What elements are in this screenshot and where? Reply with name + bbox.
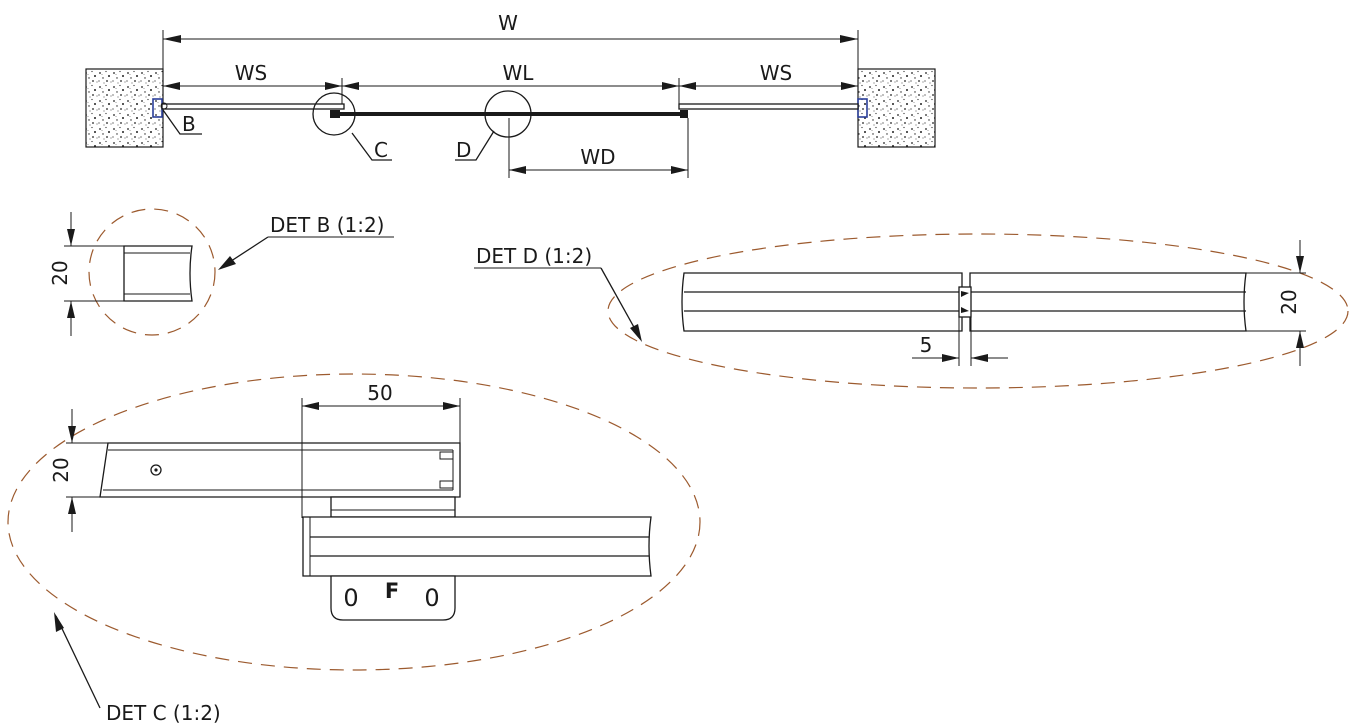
detail-b-title: DET B (1:2) (270, 213, 384, 237)
detail-d-dim-arrow-top (1296, 256, 1304, 273)
detail-c-width-arrow-right (443, 402, 460, 410)
dim-ws-right-arrow-b (841, 82, 858, 90)
detail-d-seal-fin-bottom (961, 307, 969, 313)
right-wall (857, 68, 936, 148)
dim-wd-label: WD (580, 145, 615, 169)
detail-c-upper-profile (99, 442, 461, 498)
dim-ws-left-arrow-a (163, 82, 180, 90)
detail-c-screw-hole (150, 464, 162, 476)
left-side-panel (161, 103, 345, 110)
detail-c-slot-right: 0 (424, 584, 439, 612)
detail-c-lower-profile (302, 516, 652, 577)
leaf-end-right (680, 110, 688, 118)
detail-d-dim-height-label: 20 (1277, 289, 1301, 314)
detail-b-profile (123, 245, 193, 302)
dim-ws-right-arrow-a (679, 82, 696, 90)
left-wall (85, 68, 164, 148)
detail-c-plate-mark: F (385, 579, 399, 603)
callout-leader-b (162, 109, 202, 135)
detail-d-ellipse (607, 233, 1349, 389)
callout-label-c: C (374, 138, 388, 162)
detail-d-seal (958, 286, 972, 318)
left-pivot-point (160, 102, 168, 110)
detail-d-seal-fin-top (961, 291, 969, 297)
detail-c-screw-dot (154, 468, 158, 472)
callout-leader-c (351, 132, 392, 161)
callout-label-b: B (182, 112, 196, 136)
detail-c-title: DET C (1:2) (106, 701, 221, 724)
dim-ws-right-label: WS (760, 61, 792, 85)
dim-wl-label: WL (503, 61, 535, 85)
detail-c-ellipse (7, 373, 701, 671)
detail-c-upper-notch-top (439, 451, 454, 460)
callout-circle-d (484, 90, 532, 138)
detail-d-gap-arrow-right (971, 354, 988, 362)
detail-b-dim-arrow-bottom (67, 301, 75, 318)
detail-d-title: DET D (1:2) (476, 244, 592, 268)
dim-wl-arrow-a (342, 82, 359, 90)
detail-c-dim-width-label: 50 (367, 381, 392, 405)
callout-circle-c (312, 92, 356, 136)
detail-c-dim-height-label: 20 (49, 457, 73, 482)
dim-ws-left-arrow-b (325, 82, 342, 90)
detail-d: 20 5 DET D (1:2) (474, 233, 1349, 389)
detail-c-slot-left: 0 (343, 584, 358, 612)
dim-wd-arrow-left (509, 166, 526, 174)
detail-b: 20 DET B (1:2) (48, 208, 394, 336)
detail-c-width-arrow-left (302, 402, 319, 410)
right-side-panel (678, 103, 859, 110)
dim-wl-arrow-b (662, 82, 679, 90)
detail-d-gap-arrow-left (942, 354, 959, 362)
detail-c-height-arrow-top (68, 426, 76, 443)
detail-b-circle (88, 208, 216, 336)
detail-c-height-arrow-bottom (68, 497, 76, 514)
overview-plan: B C D W WS WL WS WD (85, 11, 936, 178)
dim-w-arrow-right (840, 35, 858, 43)
detail-d-right-profile (969, 272, 1247, 332)
detail-b-leader-arrow (218, 256, 236, 270)
dim-ws-left-label: WS (235, 61, 267, 85)
dim-w-arrow-left (163, 35, 181, 43)
callout-label-d: D (456, 138, 471, 162)
detail-d-leader-arrow (630, 324, 642, 342)
leaf-end-left (330, 110, 340, 118)
detail-d-dim-arrow-bottom (1296, 331, 1304, 348)
detail-c-leader (55, 615, 101, 709)
detail-c: 0 F 0 50 20 DET C (1:2) (7, 373, 701, 724)
detail-c-connector (330, 496, 456, 518)
detail-c-upper-notch-bottom (439, 480, 454, 489)
detail-d-left-profile (681, 272, 963, 332)
detail-b-dim-label: 20 (48, 260, 72, 285)
detail-b-dim-arrow-top (67, 229, 75, 246)
detail-c-leader-arrow (54, 612, 64, 632)
dim-w-label: W (498, 11, 518, 35)
callout-leader-d (455, 130, 495, 161)
detail-c-hinge-plate (330, 575, 456, 621)
detail-d-dim-gap-label: 5 (920, 333, 933, 357)
dim-wd-arrow-right (671, 166, 688, 174)
